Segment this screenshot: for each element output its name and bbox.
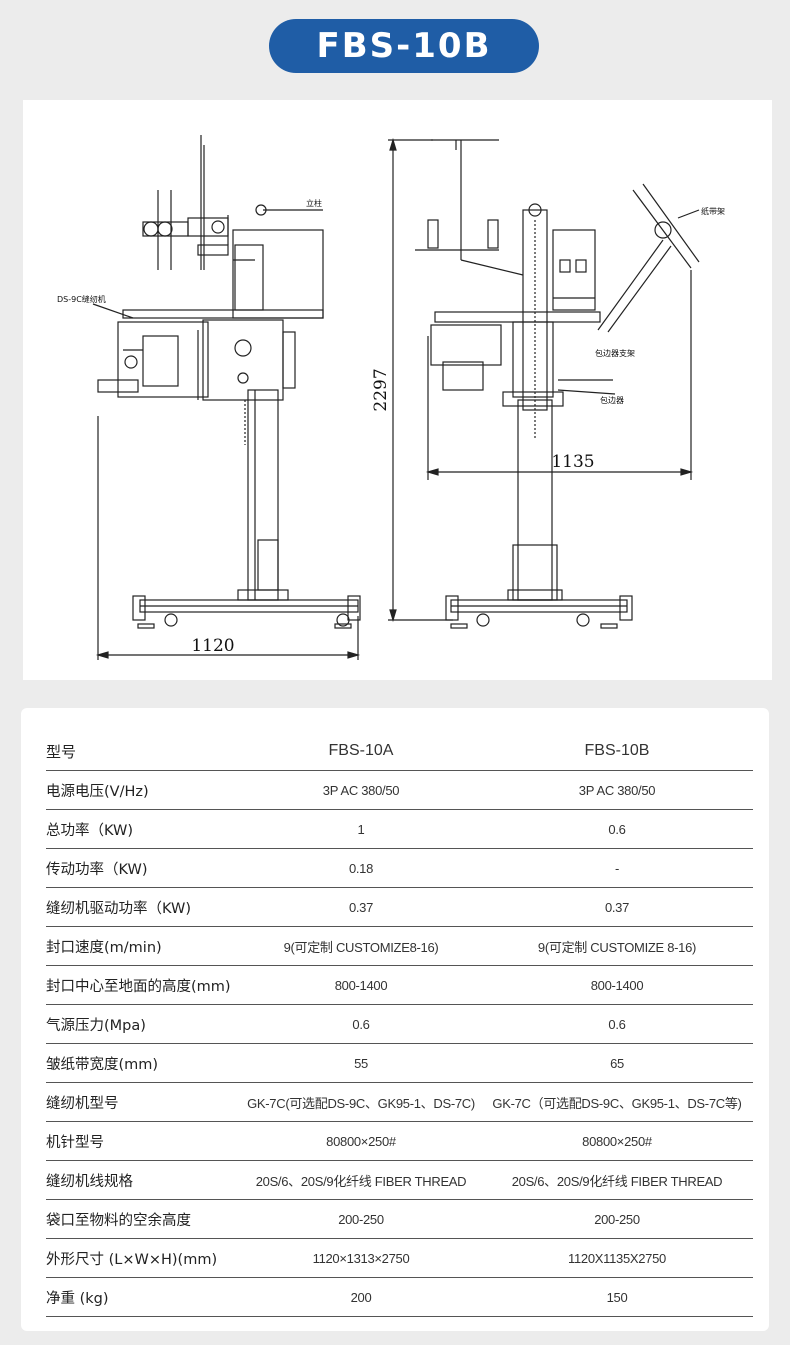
- spec-panel: 型号 FBS-10A FBS-10B 电源电压(V/Hz)3P AC 380/5…: [21, 708, 769, 1331]
- spec-row-label: 缝纫机型号: [46, 1082, 241, 1122]
- spec-row-col1: 0.18: [241, 848, 481, 888]
- spec-row-col1: 0.6: [241, 1004, 481, 1044]
- spec-row-col1: 80800×250#: [241, 1121, 481, 1161]
- spec-row-col2: 0.6: [481, 809, 753, 849]
- spec-row-col2: -: [481, 848, 753, 888]
- page-title: FBS-10B: [269, 19, 539, 73]
- spec-row-col1: 200-250: [241, 1199, 481, 1239]
- spec-row-col1: 200: [241, 1277, 481, 1317]
- spec-row-label: 袋口至物料的空余高度: [46, 1199, 241, 1239]
- spec-row-label: 气源压力(Mpa): [46, 1004, 241, 1044]
- spec-row-label: 缝纫机驱动功率（KW): [46, 887, 241, 927]
- spec-row-col1: 55: [241, 1043, 481, 1083]
- spec-row: 封口速度(m/min)9(可定制 CUSTOMIZE8-16)9(可定制 CUS…: [46, 926, 753, 966]
- dim-right-width: 1135: [551, 452, 594, 472]
- spec-row-col2: GK-7C（可选配DS-9C、GK95-1、DS-7C等): [481, 1082, 753, 1122]
- spec-row-label: 封口中心至地面的高度(mm): [46, 965, 241, 1005]
- label-pillar: 立柱: [306, 198, 322, 208]
- spec-row-col2: 200-250: [481, 1199, 753, 1239]
- spec-row-col2: 80800×250#: [481, 1121, 753, 1161]
- spec-row-col1: 20S/6、20S/9化纤线 FIBER THREAD: [241, 1160, 481, 1200]
- spec-row-label: 缝纫机线规格: [46, 1160, 241, 1200]
- spec-row-label: 机针型号: [46, 1121, 241, 1161]
- label-folder: 包边器: [600, 395, 624, 405]
- spec-row-col2: 65: [481, 1043, 753, 1083]
- technical-drawing: 1120 1135 2297 DS-9C缝纫机 立柱 纸带架 包边器支架 包边器: [23, 100, 772, 680]
- spec-row-col2: 800-1400: [481, 965, 753, 1005]
- spec-row-col1: 0.37: [241, 887, 481, 927]
- spec-row-col2: 3P AC 380/50: [481, 770, 753, 810]
- spec-header-col1: FBS-10A: [241, 732, 481, 771]
- spec-header-label: 型号: [46, 732, 241, 771]
- spec-row-col2: 150: [481, 1277, 753, 1317]
- spec-row-label: 净重 (kg): [46, 1277, 241, 1317]
- label-folder-bracket: 包边器支架: [595, 348, 635, 358]
- spec-header-row: 型号 FBS-10A FBS-10B: [46, 732, 753, 771]
- spec-row-col2: 0.37: [481, 887, 753, 927]
- spec-row-label: 传动功率（KW): [46, 848, 241, 888]
- spec-header-col2: FBS-10B: [481, 732, 753, 771]
- label-paper-frame: 纸带架: [701, 206, 725, 216]
- spec-row-col1: 1: [241, 809, 481, 849]
- spec-table: 型号 FBS-10A FBS-10B 电源电压(V/Hz)3P AC 380/5…: [46, 732, 753, 1317]
- machine-line-drawing: 1120 1135 2297 DS-9C缝纫机 立柱 纸带架 包边器支架 包边器: [57, 135, 725, 660]
- spec-row-col1: 1120×1313×2750: [241, 1238, 481, 1278]
- spec-row-label: 电源电压(V/Hz): [46, 770, 241, 810]
- spec-row-col1: 9(可定制 CUSTOMIZE8-16): [241, 926, 481, 966]
- dim-left-width: 1120: [191, 636, 234, 656]
- spec-row: 传动功率（KW)0.18-: [46, 848, 753, 888]
- spec-row-col2: 0.6: [481, 1004, 753, 1044]
- spec-row-label: 外形尺寸 (L×W×H)(mm): [46, 1238, 241, 1278]
- spec-row-col1: 3P AC 380/50: [241, 770, 481, 810]
- label-left-machine: DS-9C缝纫机: [57, 294, 106, 304]
- spec-row-col2: 9(可定制 CUSTOMIZE 8-16): [481, 926, 753, 966]
- spec-row-col2: 20S/6、20S/9化纤线 FIBER THREAD: [481, 1160, 753, 1200]
- spec-row-label: 封口速度(m/min): [46, 926, 241, 966]
- spec-row-col2: 1120X1135X2750: [481, 1238, 753, 1278]
- spec-row-col1: GK-7C(可选配DS-9C、GK95-1、DS-7C): [241, 1082, 481, 1122]
- spec-row-label: 皱纸带宽度(mm): [46, 1043, 241, 1083]
- dim-height: 2297: [371, 368, 391, 411]
- spec-row-col1: 800-1400: [241, 965, 481, 1005]
- spec-row-label: 总功率（KW): [46, 809, 241, 849]
